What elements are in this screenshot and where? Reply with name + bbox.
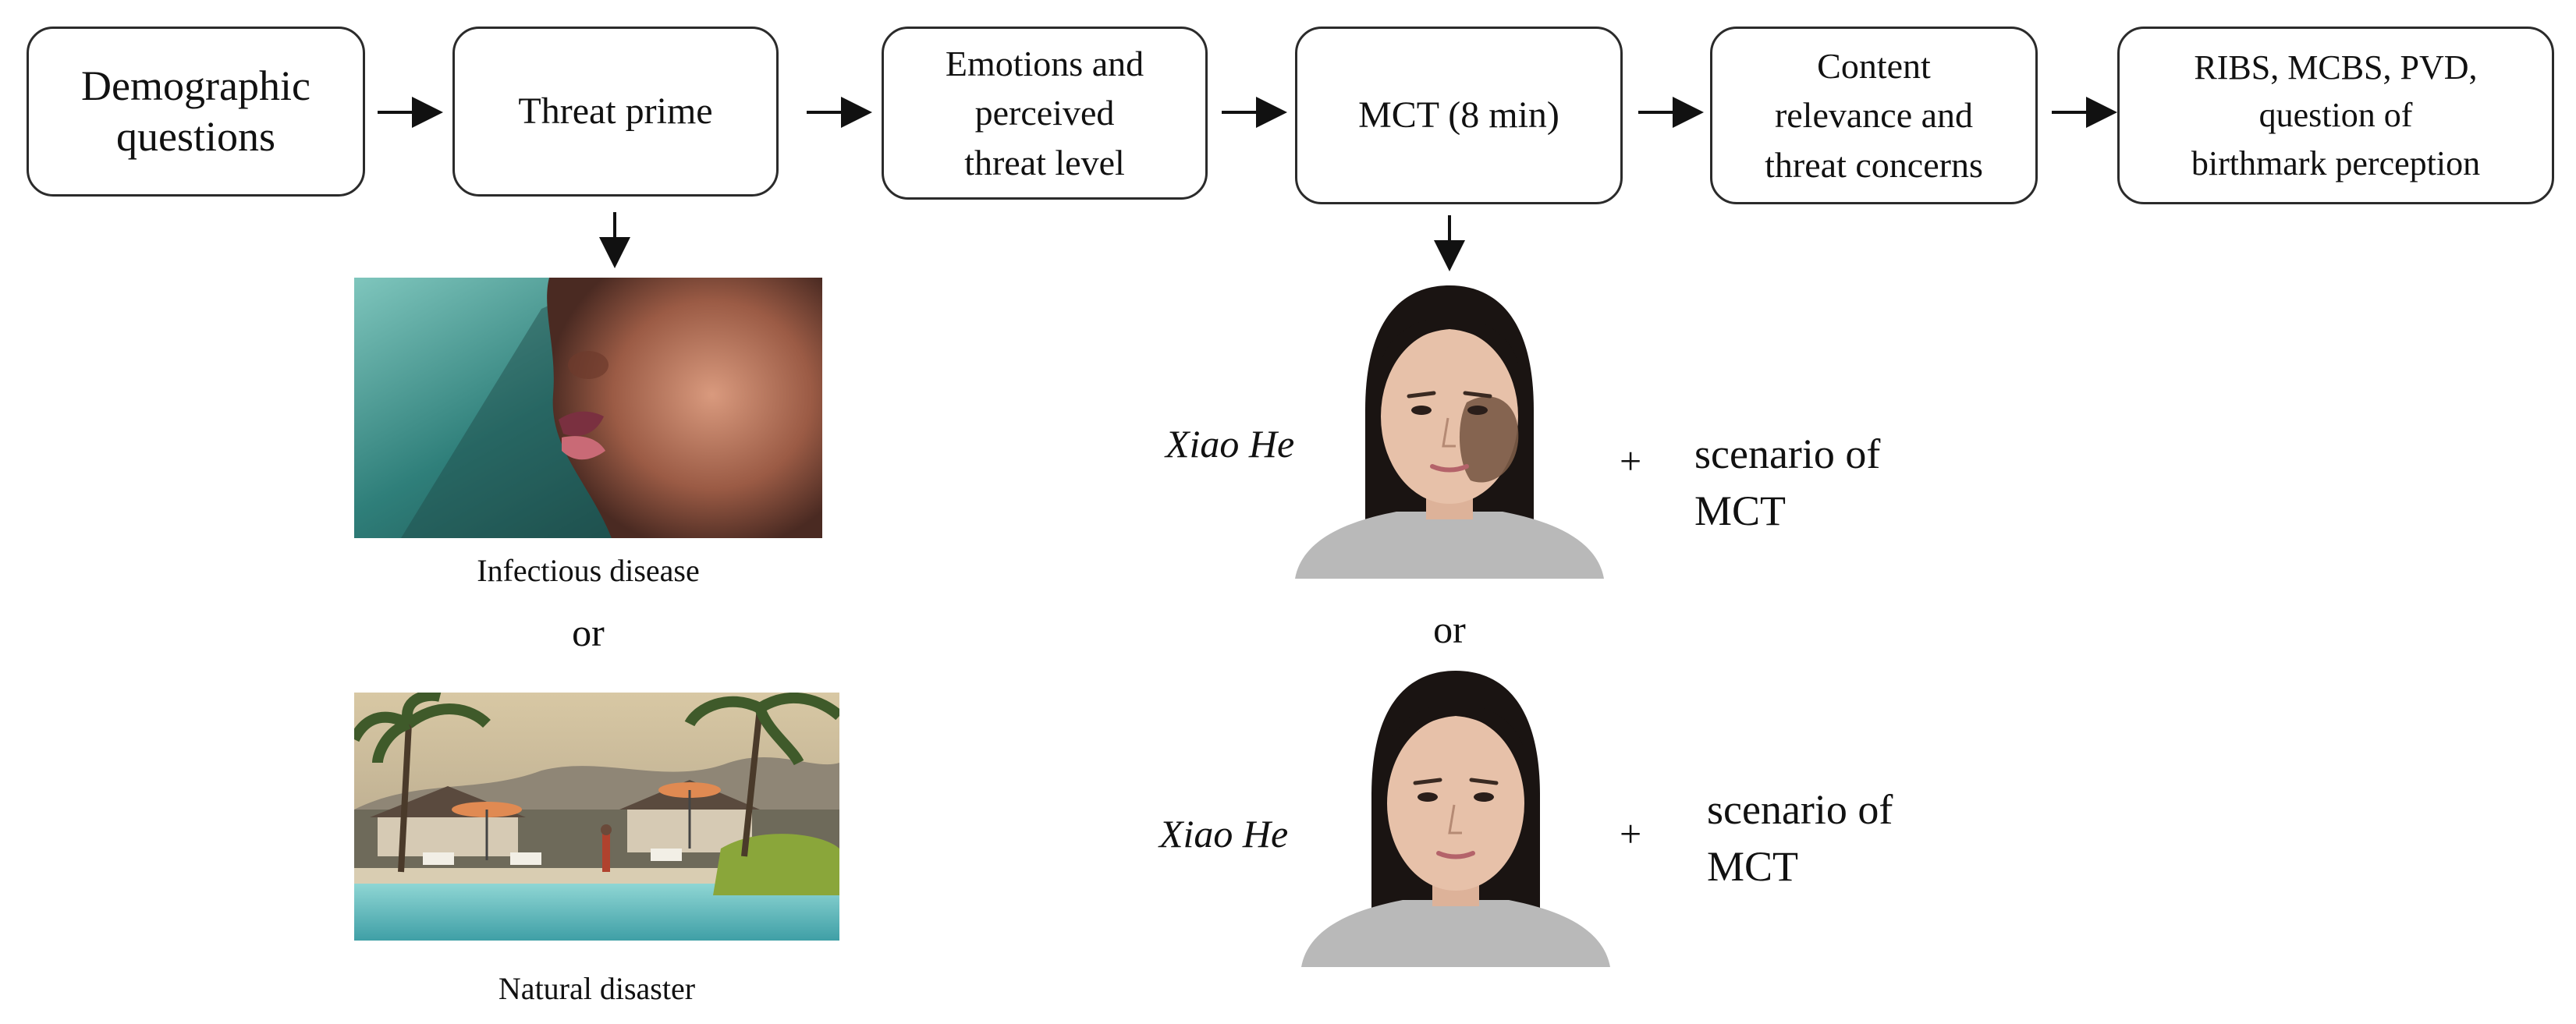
box-emotions-threat-level: Emotions and perceived threat level [882, 27, 1208, 200]
box-demographic-questions: Demographic questions [27, 27, 365, 197]
box-ribs-mcbs-pvd: RIBS, MCBS, PVD, question of birthmark p… [2117, 27, 2554, 204]
caption-natural-disaster: Natural disaster [498, 971, 696, 1006]
box-threat-prime: Threat prime [452, 27, 779, 197]
box-content-relevance: Content relevance and threat concerns [1710, 27, 2038, 204]
scenario-text-1: scenario of MCT [1694, 431, 1881, 534]
resort-tsunami-image [354, 693, 839, 941]
name-xiao-he-2: Xiao He [1159, 812, 1289, 856]
face-closeup-image [354, 278, 822, 538]
caption-infectious-disease: Infectious disease [477, 553, 700, 588]
separator-or-mct: or [1433, 608, 1466, 651]
plus-sign-2: + [1620, 812, 1642, 856]
separator-or-threat: or [572, 611, 605, 654]
face-without-birthmark-image [1301, 671, 1610, 967]
name-xiao-he-1: Xiao He [1166, 422, 1295, 466]
face-with-birthmark-image [1295, 285, 1604, 579]
box-mct: MCT (8 min) [1295, 27, 1623, 204]
scenario-text-2: scenario of MCT [1707, 786, 1893, 890]
plus-sign-1: + [1620, 439, 1642, 483]
